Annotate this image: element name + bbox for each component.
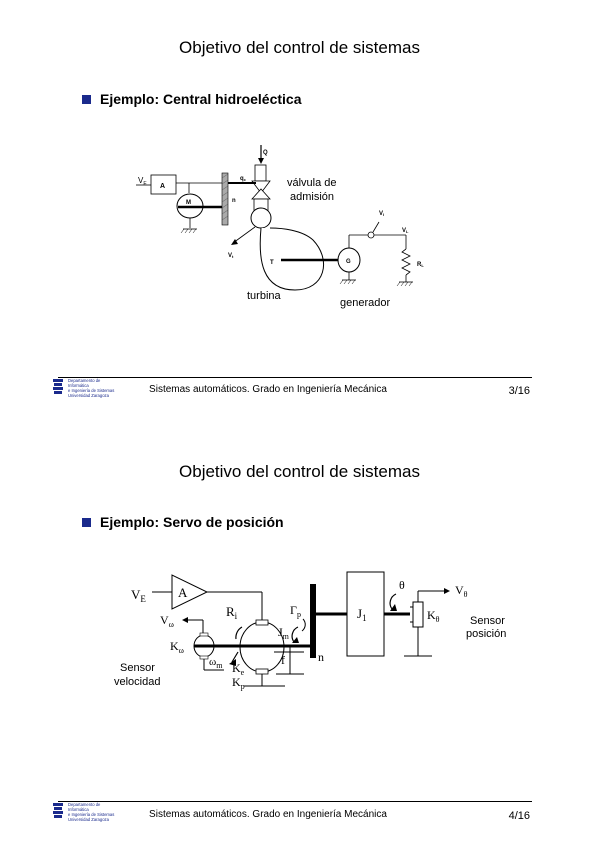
label-sensor-velocity-2: velocidad — [114, 676, 160, 688]
gear-rack — [221, 172, 229, 226]
page-number: 3/16 — [508, 385, 530, 397]
label-wm: ωm — [209, 656, 223, 670]
svg-text:G: G — [346, 259, 351, 265]
label-sensor-position: Sensor — [470, 615, 505, 627]
label-qc: qc — [240, 176, 247, 182]
hydroelectric-diagram: VE A M n Q qc — [136, 145, 424, 309]
amplifier-triangle — [171, 574, 209, 610]
bullet-item: Ejemplo: Central hidroeléctica — [82, 91, 302, 107]
label-ve: VE — [138, 176, 147, 187]
label-ke: Ke — [232, 661, 245, 677]
logo-mark-icon — [53, 379, 63, 394]
resistor-rl — [401, 248, 411, 276]
label-kw: Kω — [170, 639, 184, 655]
slide-3: Objetivo del control de sistemas Ejemplo… — [53, 38, 532, 398]
slide-4: Objetivo del control de sistemas Ejemplo… — [0, 424, 599, 848]
label-sensor-velocity: Sensor — [120, 662, 155, 674]
slide-title: Objetivo del control de sistemas — [179, 38, 420, 57]
label-j1: J1 — [357, 606, 367, 623]
label-generator: generador — [340, 297, 390, 309]
label-vth: Vθ — [455, 583, 468, 599]
label-vl: VL — [402, 228, 409, 234]
label-vt: Vt — [228, 253, 234, 259]
label-kp: Kp — [232, 675, 245, 691]
label-rl: RL — [417, 262, 424, 268]
label-gp: Γp — [290, 603, 301, 619]
admission-valve — [254, 164, 267, 182]
label-theta: θ — [399, 578, 405, 592]
page-number: 4/16 — [508, 810, 530, 822]
footer-rule — [58, 377, 532, 378]
svg-text:T: T — [270, 260, 274, 266]
slide-title: Objetivo del control de sistemas — [179, 462, 420, 481]
bullet-square-icon — [82, 517, 91, 527]
position-servo-diagram: VE A Ri Vω Kω ωm Ke Kp Jm — [114, 571, 506, 691]
label-valve: válvula de — [287, 177, 337, 189]
bullet-text: Ejemplo: Central hidroeléctica — [100, 91, 302, 107]
footer-text: Sistemas automáticos. Grado en Ingenierí… — [149, 809, 387, 820]
svg-text:M: M — [186, 200, 191, 206]
label-n: n — [318, 650, 324, 664]
position-sensor — [412, 601, 424, 628]
load-j1 — [346, 571, 385, 657]
label-kth: Kθ — [427, 608, 440, 624]
footer-text: Sistemas automáticos. Grado en Ingenierí… — [149, 384, 387, 395]
label-a: A — [160, 183, 165, 190]
footer-rule — [58, 801, 532, 802]
gear-n — [310, 584, 316, 658]
label-ri: Ri — [226, 604, 238, 621]
label-jm: Jm — [278, 625, 290, 641]
amplifier-box — [150, 174, 177, 195]
bullet-text: Ejemplo: Servo de posición — [100, 514, 284, 530]
label-vw: Vω — [160, 613, 174, 629]
bullet-item: Ejemplo: Servo de posición — [82, 514, 284, 530]
logo-mark-icon — [53, 803, 63, 818]
label-turbine: turbina — [247, 290, 282, 302]
label-valve-2: admisión — [290, 191, 334, 203]
label-sensor-position-2: posición — [466, 628, 506, 640]
svg-text:n: n — [232, 198, 236, 204]
svg-text:Q: Q — [263, 150, 268, 156]
label-f: f — [281, 653, 285, 667]
label-vi: VI — [379, 211, 384, 217]
label-ve: VE — [131, 587, 146, 604]
label-a: A — [178, 585, 188, 600]
bullet-square-icon — [82, 94, 91, 104]
